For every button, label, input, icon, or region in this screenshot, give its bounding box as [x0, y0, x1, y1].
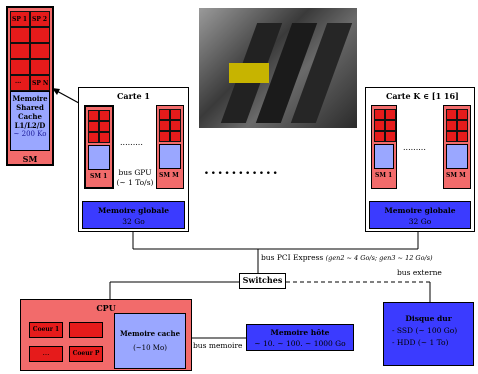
cardk-global-memory: Memoire globale 32 Go — [369, 201, 471, 229]
shared-memory: Memoire Shared Cache L1/L2/D ~ 200 Ko — [10, 91, 50, 151]
card1-sm-dots: ......... — [120, 138, 143, 147]
cpu-title: CPU — [96, 303, 116, 313]
card-k-title: Carte K ∈ [1 16] — [386, 91, 459, 101]
switches-box[interactable]: Switches — [239, 273, 286, 289]
card-1-title: Carte 1 — [117, 91, 150, 101]
host-memory: Memoire hôte ~ 10. ~ 100. ~ 1000 Go — [246, 324, 354, 351]
sm-label: SM — [22, 154, 38, 164]
bus-memoire-label: bus memoire — [193, 341, 243, 350]
sp-cell — [10, 11, 30, 27]
cardk-sm-first[interactable]: SM 1 — [371, 105, 397, 189]
sp1-label: SP 1 — [12, 16, 28, 23]
card-1: Carte 1 SM 1 SM M ......... bus GPU (~ 1… — [78, 87, 189, 232]
card1-global-memory: Memoire globale 32 Go — [82, 201, 185, 229]
sp-cell — [30, 11, 50, 27]
cardk-sm-last[interactable]: SM M — [443, 105, 471, 189]
cpu-block: CPU Coeur 1 ... Coeur P Memoire cache (~… — [20, 299, 192, 371]
cardk-sm-dots: ......... — [403, 143, 426, 152]
disk: Disque dur - SSD (~ 100 Go) - HDD (~ 1 T… — [383, 302, 474, 366]
card1-bus-label: bus GPU (~ 1 To/s) — [114, 168, 156, 188]
sp-cell — [10, 43, 30, 59]
card-k: Carte K ∈ [1 16] SM 1 SM M ......... Mem… — [365, 87, 475, 232]
card1-sm-last[interactable]: SM M — [156, 105, 184, 189]
sp-cell — [30, 59, 50, 75]
card1-sm-first[interactable]: SM 1 — [84, 105, 114, 189]
sp-cell — [10, 59, 30, 75]
core-dots[interactable]: ... — [29, 346, 63, 362]
sp-cell — [10, 75, 30, 91]
sp-cell — [30, 27, 50, 43]
sp-cell — [10, 27, 30, 43]
core-1[interactable]: Coeur 1 — [29, 322, 63, 338]
sm-detail-block: SP 1 SP 2 ... SP N Memoire Shared Cache … — [6, 6, 54, 166]
spn-label: SP N — [32, 80, 49, 87]
sp-cell — [30, 75, 50, 91]
core-empty[interactable] — [69, 322, 103, 338]
cpu-cache: Memoire cache (~10 Mo) — [114, 313, 186, 369]
sp-cell — [30, 43, 50, 59]
sp-dots: ... — [15, 78, 22, 85]
bus-externe-label: bus externe — [397, 268, 442, 277]
pci-express-label: bus PCI Express (gen2 ~ 4 Go/s; gen3 ~ 1… — [261, 253, 433, 262]
core-p[interactable]: Coeur P — [69, 346, 103, 362]
cards-ellipsis: ........... — [204, 162, 280, 178]
gpu-photo — [199, 8, 357, 128]
sp2-label: SP 2 — [32, 16, 48, 23]
